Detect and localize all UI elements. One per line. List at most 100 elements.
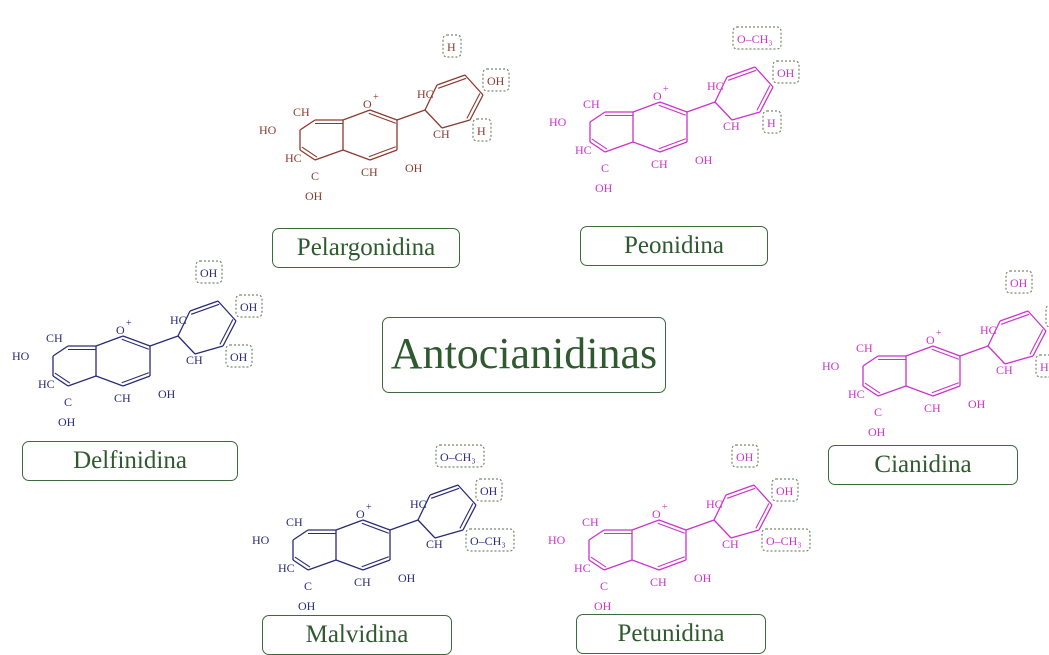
label-box-pelargonidina: Pelargonidina [272,228,460,268]
double-bond [219,319,234,345]
substituent-r3: O–CH₃ [470,534,506,548]
substituent-box [442,34,462,58]
double-bond [361,522,389,534]
bond [299,119,316,131]
atom-label-ch8: CH [856,341,873,355]
bond [659,101,688,113]
substituent-box [761,528,811,552]
substituent-box [482,68,510,92]
atom-label-charge: + [936,328,942,339]
substituent-box [465,528,515,552]
atom-label-oh3: OH [158,387,176,401]
bond [658,519,687,531]
bond [759,86,774,113]
bond [189,300,219,312]
double-bond [658,104,686,116]
bond [362,519,391,531]
atom-label-c5: C [601,161,609,175]
bond [659,141,688,153]
bond [122,335,151,347]
bond [424,84,438,111]
label-cianidina: Cianidina [874,451,972,478]
double-bond [361,556,389,568]
bond [714,101,733,121]
atom-label-ch6p: CH [722,537,739,551]
bond [67,375,97,387]
bond [434,529,464,539]
bond [604,141,634,153]
bond [369,149,398,161]
atom-label-ch6p: CH [723,119,740,133]
atom-label-hc6: HC [574,561,591,575]
atom-label-oh3: OH [694,571,712,585]
bond [632,101,661,113]
atom-label-oh5: OH [594,599,612,613]
bond [631,519,660,531]
substituent-r2: OH [776,484,794,498]
bond [758,504,773,531]
bond [177,335,196,355]
label-petunidina: Petunidina [617,620,725,647]
atom-label-c5: C [304,579,312,593]
atom-label-ho7: HO [549,115,567,129]
substituent-box [225,344,253,368]
substituent-box [435,444,485,468]
double-bond [430,487,460,499]
atom-label-ho7: HO [252,533,270,547]
bond [932,385,961,397]
double-bond [726,487,756,499]
double-bond [931,382,959,394]
label-box-petunidina: Petunidina [576,614,766,654]
main-title-box: Antocianidinas [382,317,666,393]
atom-label-charge: + [662,502,668,513]
bond [314,149,344,161]
atom-label-o1: O [363,97,372,111]
atom-label-charge: + [663,84,669,95]
atom-label-ch6p: CH [186,353,203,367]
atom-label-hc6: HC [38,377,55,391]
atom-label-ch4: CH [651,157,668,171]
atom-label-ch4: CH [114,391,131,405]
atom-label-oh3: OH [968,397,986,411]
bond [731,111,761,121]
substituent-box [732,26,782,50]
substituent-r2: OH [777,66,795,80]
bond [1032,330,1047,357]
bond [987,345,1006,365]
substituent-r1: O–CH₃ [737,32,773,46]
bond [292,559,309,571]
bond [632,141,661,153]
atom-label-ch4: CH [924,401,941,415]
bond [862,385,879,397]
atom-label-oh3: OH [405,161,423,175]
atom-label-ch8: CH [583,97,600,111]
substituent-r3: H [1040,360,1049,374]
bond [725,484,755,496]
atom-label-ho7: HO [822,359,840,373]
atom-label-c5: C [874,405,882,419]
atom-label-ch8: CH [582,515,599,529]
bond [932,345,961,357]
double-bond [301,146,318,158]
atom-label-ho7: HO [548,533,566,547]
double-bond [459,503,474,529]
bond [335,559,364,571]
atom-label-ho7: HO [259,123,277,137]
atom-label-c5: C [600,579,608,593]
bond [424,109,443,129]
bond [713,494,727,521]
atom-label-charge: + [366,502,372,513]
substituent-r1: OH [736,450,754,464]
atom-label-hc2p: HC [410,497,427,511]
double-bond [121,372,149,384]
bond [292,529,309,541]
bond [217,300,237,322]
bond [588,559,605,571]
atom-label-hc2p: HC [706,497,723,511]
bond [335,519,364,531]
atom-label-hc2p: HC [707,79,724,93]
